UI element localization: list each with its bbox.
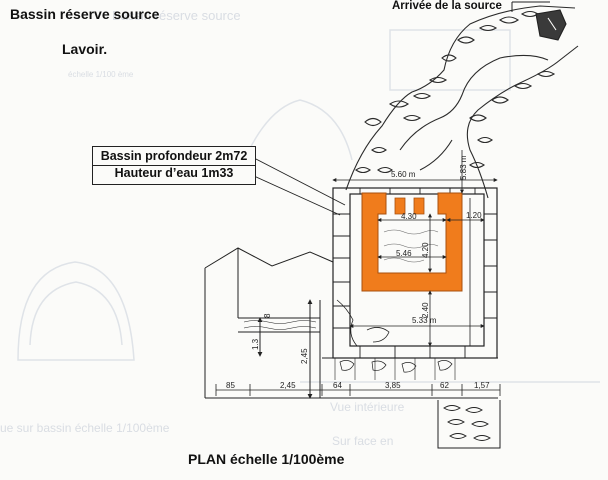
callout-divider (93, 165, 255, 166)
diagram-subtitle: Lavoir. (62, 41, 108, 57)
dim-1-20: 1.20 (466, 211, 482, 220)
source-pointer (511, 1, 550, 12)
dim-left-2-45: 2,45 (300, 348, 309, 364)
dim-5-33: 5.33 m (412, 316, 437, 325)
basin-callout-box: Bassin profondeur 2m72 Hauteur d’eau 1m3… (92, 146, 256, 185)
dim-5-60: 5.60 m (391, 170, 416, 179)
bottom-dimension-chain (215, 384, 501, 396)
dim-left-1-3: 1.3 (251, 338, 260, 350)
dim-bottom-1-57: 1,57 (474, 381, 490, 390)
dim-bottom-64: 64 (333, 381, 342, 390)
dim-bottom-3-85: 3,85 (385, 381, 401, 390)
dim-bottom-2-45: 2,45 (280, 381, 296, 390)
lower-well (437, 400, 501, 449)
dim-4-20: 4.20 (421, 242, 430, 258)
source-arrival-label: Arrivée de la source (392, 0, 502, 12)
stone-channel (345, 5, 579, 199)
ghost-text-bottom-right-1: Vue intérieure (330, 400, 405, 414)
annex-plan (204, 247, 498, 399)
ghost-text-scale: échelle 1/100 ème (68, 70, 134, 79)
dim-5-83: 5.83 m (459, 155, 468, 180)
dim-bottom-85: 85 (226, 381, 235, 390)
ghost-text-bottom-left: ue sur bassin échelle 1/100ème (0, 421, 170, 435)
ghost-text-top: Bassin réserve source (112, 8, 241, 23)
dim-2-40: 2.40 (421, 302, 430, 318)
dim-bottom-62: 62 (440, 381, 449, 390)
dim-left-8: 8 (263, 313, 272, 318)
callout-leaders (253, 157, 346, 216)
diagram-title: Bassin réserve source (10, 6, 160, 22)
basin-orange (361, 192, 463, 292)
dimension-lines (332, 150, 498, 347)
callout-depth: Bassin profondeur 2m72 (100, 149, 248, 163)
dim-4-30: 4.30 (401, 212, 417, 221)
ghost-text-bottom-right-2: Sur face en (332, 434, 394, 448)
ghost-sketch (17, 29, 600, 383)
plan-caption: PLAN échelle 1/100ème (188, 451, 345, 467)
callout-water-height: Hauteur d’eau 1m33 (114, 166, 234, 180)
dim-5-46: 5.46 (396, 249, 412, 258)
